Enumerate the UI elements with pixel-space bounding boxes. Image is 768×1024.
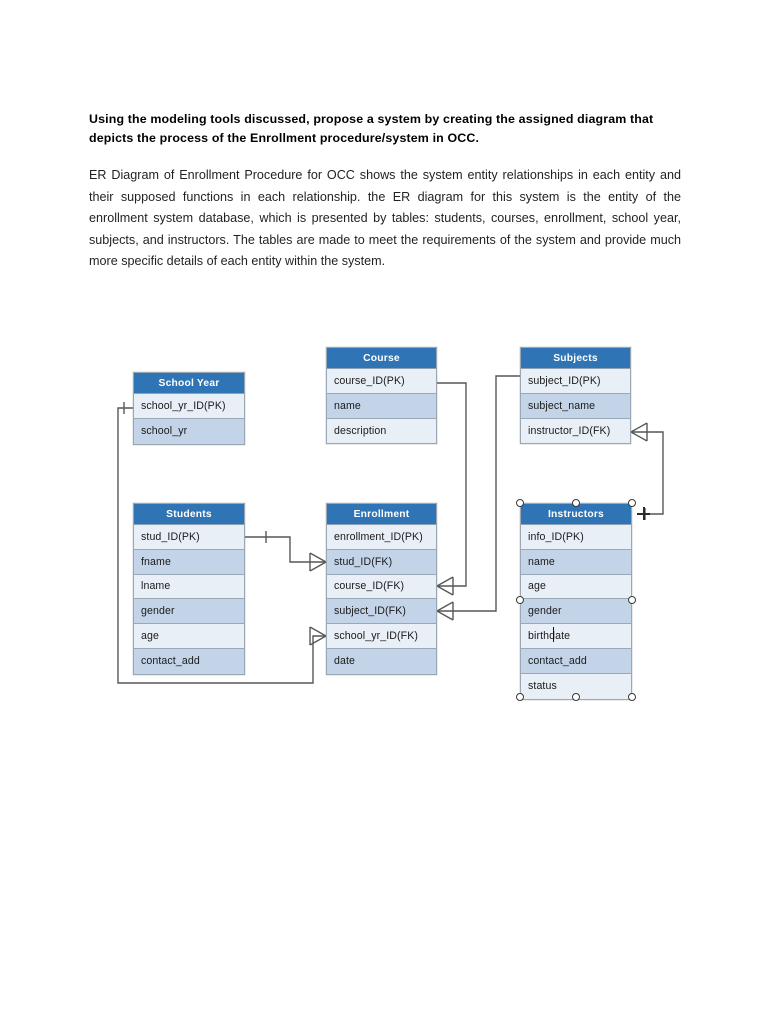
entity-title-course: Course [327, 348, 436, 369]
attribute-row[interactable]: name [327, 393, 436, 419]
entity-title-subjects: Subjects [521, 348, 630, 369]
entity-school-year[interactable]: School Year school_yr_ID(PK) school_yr [133, 372, 245, 445]
entity-students[interactable]: Students stud_ID(PK) fname lname gender … [133, 503, 245, 675]
attribute-row[interactable]: contact_add [521, 648, 631, 674]
attribute-row[interactable]: subject_name [521, 393, 630, 419]
connector-course-enrollment [437, 382, 467, 587]
move-plus-icon[interactable] [637, 507, 650, 520]
attribute-row[interactable]: course_ID(PK) [327, 369, 436, 394]
entity-instructors[interactable]: Instructors info_ID(PK) name age gender … [520, 503, 632, 700]
resize-handle-top-center[interactable] [572, 499, 580, 507]
attribute-row[interactable]: stud_ID(PK) [134, 525, 244, 550]
entity-title-school-year: School Year [134, 373, 244, 394]
connector-students-enrollment [245, 536, 326, 563]
attribute-row[interactable]: age [134, 624, 244, 649]
crowsfoot-enrollment-stud [309, 552, 327, 572]
crowsfoot-enrollment-course [436, 576, 454, 596]
resize-handle-bottom-left[interactable] [516, 693, 524, 701]
connector-subjects-enrollment [437, 375, 520, 612]
entity-title-enrollment: Enrollment [327, 504, 436, 525]
resize-handle-top-left[interactable] [516, 499, 524, 507]
resize-handle-bottom-center[interactable] [572, 693, 580, 701]
attribute-row[interactable]: gender [134, 599, 244, 625]
attribute-row[interactable]: gender [521, 599, 631, 625]
attribute-row[interactable]: subject_ID(PK) [521, 369, 630, 394]
attribute-row[interactable]: contact_add [134, 648, 244, 674]
attribute-row[interactable]: school_yr_ID(PK) [134, 394, 244, 419]
resize-handle-middle-left[interactable] [516, 596, 524, 604]
entity-course[interactable]: Course course_ID(PK) name description [326, 347, 437, 445]
page-heading: Using the modeling tools discussed, prop… [89, 112, 654, 145]
attribute-row[interactable]: description [327, 418, 436, 444]
entity-enrollment[interactable]: Enrollment enrollment_ID(PK) stud_ID(FK)… [326, 503, 437, 675]
attribute-row[interactable]: subject_ID(FK) [327, 599, 436, 625]
attribute-row[interactable]: course_ID(FK) [327, 574, 436, 600]
crowsfoot-enrollment-schoolyr [309, 626, 327, 646]
attribute-row[interactable]: age [521, 574, 631, 600]
attribute-row[interactable]: school_yr_ID(FK) [327, 624, 436, 649]
attribute-row[interactable]: school_yr [134, 418, 244, 444]
resize-handle-top-right[interactable] [628, 499, 636, 507]
attribute-row[interactable]: birthdate [521, 624, 631, 649]
attribute-row[interactable]: fname [134, 549, 244, 575]
entity-title-instructors: Instructors [521, 504, 631, 525]
attribute-row[interactable]: enrollment_ID(PK) [327, 525, 436, 550]
entity-title-students: Students [134, 504, 244, 525]
attribute-row[interactable]: instructor_ID(FK) [521, 418, 630, 444]
page-paragraph: ER Diagram of Enrollment Procedure for O… [89, 168, 681, 268]
attribute-row[interactable]: name [521, 549, 631, 575]
attribute-row[interactable]: lname [134, 574, 244, 600]
text-cursor [553, 627, 555, 642]
crowsfoot-subjects-instructor [630, 422, 648, 442]
attribute-row[interactable]: date [327, 648, 436, 674]
resize-handle-bottom-right[interactable] [628, 693, 636, 701]
crowsfoot-enrollment-subject [436, 601, 454, 621]
attribute-row[interactable]: stud_ID(FK) [327, 549, 436, 575]
attribute-row[interactable]: info_ID(PK) [521, 525, 631, 550]
resize-handle-middle-right[interactable] [628, 596, 636, 604]
entity-subjects[interactable]: Subjects subject_ID(PK) subject_name ins… [520, 347, 631, 445]
